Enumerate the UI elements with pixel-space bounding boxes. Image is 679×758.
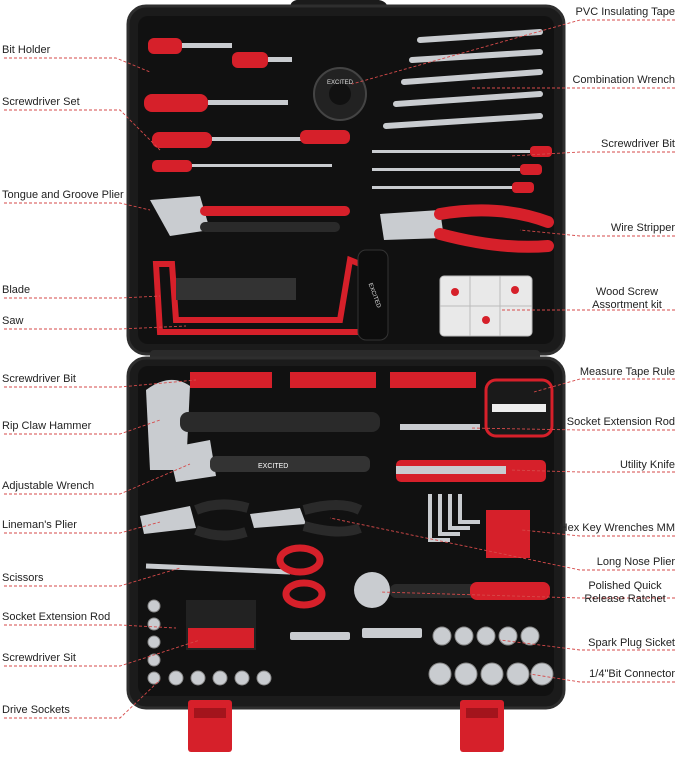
combination-wrenches: [383, 29, 543, 129]
precision-screwdrivers: [372, 146, 552, 193]
bit-holder-tool: [148, 38, 292, 68]
label-screwdriver-bit-right: Screwdriver Bit: [601, 138, 675, 150]
scissors: [145, 544, 326, 609]
label-wood-screw-kit: Wood Screw Assortment kit: [592, 286, 662, 311]
adjustable-wrench: EXCITED: [168, 440, 370, 482]
long-nose-plier: [250, 500, 363, 537]
spark-plug-sockets: [432, 626, 540, 646]
socket-bit-set: [186, 600, 256, 650]
label-drive-sockets: Drive Sockets: [2, 704, 70, 716]
socket-extension-bars: [290, 628, 422, 640]
label-hex-key-wrenches: Hex Key Wrenches MM: [559, 522, 675, 534]
svg-text:EXCITED: EXCITED: [258, 463, 288, 470]
label-measure-tape: Measure Tape Rule: [579, 366, 675, 378]
hacksaw: EXCITED: [152, 249, 389, 341]
bit-connector-sockets: [428, 662, 554, 686]
wood-screw-kit: [439, 275, 533, 337]
label-saw: Saw: [2, 315, 24, 327]
lineman-plier: [140, 499, 250, 541]
label-screwdriver-bit-left: Screwdriver Bit: [2, 373, 76, 385]
label-pvc-tape: PVC Insulating Tape: [575, 6, 675, 18]
label-scissors: Scissors: [2, 572, 44, 584]
label-spark-plug-socket: Spark Plug Sicket: [588, 637, 675, 649]
label-screwdriver-sit: Screwdriver Sit: [2, 652, 76, 664]
label-screwdriver-set: Screwdriver Set: [2, 96, 80, 108]
wire-stripper: [380, 204, 554, 253]
label-long-nose-plier: Long Nose Plier: [596, 556, 675, 568]
label-wire-stripper: Wire Stripper: [610, 222, 675, 234]
tongue-groove-plier: [150, 196, 350, 236]
label-bit-connector: 1/4"Bit Connector: [589, 668, 675, 680]
quick-release-ratchet: [354, 572, 550, 608]
latch-left: [188, 700, 232, 752]
label-adjustable-wrench: Adjustable Wrench: [2, 480, 95, 492]
drive-sockets: [147, 599, 272, 686]
label-rip-claw-hammer: Rip Claw Hammer: [2, 420, 92, 432]
socket-extension-rod: [400, 424, 480, 430]
label-quick-release-ratchet: Polished Quick Release Ratchet: [584, 580, 666, 605]
utility-knife: [396, 460, 546, 482]
pvc-tape-tool: EXCITED: [313, 67, 367, 121]
label-lineman-plier: Lineman's Plier: [2, 519, 77, 531]
label-combination-wrench: Combination Wrench: [572, 74, 675, 86]
screwdriver-bit-strips: [190, 372, 476, 388]
svg-text:EXCITED: EXCITED: [327, 80, 354, 86]
label-blade: Blade: [2, 284, 31, 296]
label-socket-extension-rod-left: Socket Extension Rod: [2, 611, 111, 623]
label-utility-knife: Utility Knife: [619, 459, 675, 471]
label-socket-extension-rod-right: Socket Extension Rod: [566, 416, 675, 428]
latch-right: [460, 700, 504, 752]
measure-tape: [484, 378, 554, 438]
label-tongue-groove-plier: Tongue and Groove Plier: [2, 189, 124, 201]
hex-key-wrenches: [428, 494, 530, 558]
screwdriver-set: [144, 94, 350, 172]
label-bit-holder: Bit Holder: [2, 44, 51, 56]
leader-lines: [4, 19, 675, 719]
